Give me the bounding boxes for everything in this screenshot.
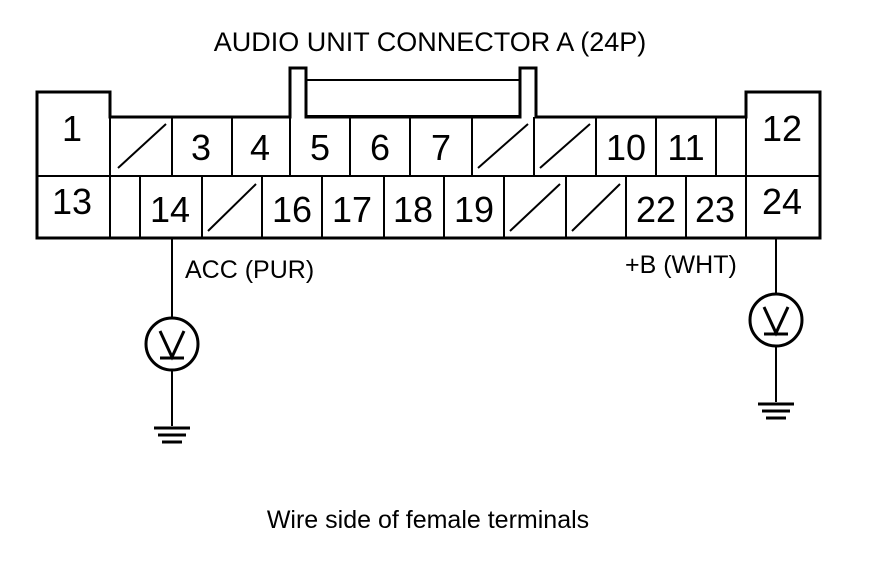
pin-label: 7	[431, 127, 451, 168]
empty-cavity	[117, 123, 167, 169]
pin-label: 10	[606, 127, 646, 168]
voltmeter-icon	[748, 292, 804, 348]
pin-label: 13	[52, 181, 92, 222]
pin-label: 14	[150, 189, 190, 230]
probe-pin-24: +B (WHT)	[625, 238, 804, 420]
probe-pin-14: ACC (PUR)	[144, 238, 314, 444]
diagram-caption: Wire side of female terminals	[267, 506, 589, 534]
pin-label: 1	[62, 108, 82, 149]
pin-labels: 1 3 4 5 6 7 10 11 12 13 14 16 17 18 19 2…	[52, 108, 802, 230]
pin-label: 12	[762, 108, 802, 149]
pin-label: 3	[191, 127, 211, 168]
pin-label: 16	[272, 189, 312, 230]
diagram-title: AUDIO UNIT CONNECTOR A (24P)	[214, 27, 647, 57]
pin-label: 22	[636, 189, 676, 230]
ground-icon	[758, 402, 794, 420]
empty-cavity	[539, 123, 591, 169]
pin-label: 4	[250, 127, 270, 168]
wire-label: +B (WHT)	[625, 251, 737, 279]
pin-label: 6	[370, 127, 390, 168]
pin-label: 18	[393, 189, 433, 230]
pin-label: 23	[695, 189, 735, 230]
empty-cavity	[571, 183, 621, 232]
wire-label: ACC (PUR)	[185, 256, 314, 284]
connector-body	[35, 66, 822, 240]
empty-cavity	[207, 183, 257, 232]
pin-label: 24	[762, 181, 802, 222]
ground-icon	[154, 426, 190, 444]
pin-label: 19	[454, 189, 494, 230]
pin-label: 5	[310, 127, 330, 168]
pin-label: 11	[667, 127, 704, 168]
voltmeter-icon	[144, 316, 200, 372]
pin-label: 17	[332, 189, 372, 230]
empty-cavity	[477, 123, 529, 169]
empty-cavity	[509, 183, 561, 232]
